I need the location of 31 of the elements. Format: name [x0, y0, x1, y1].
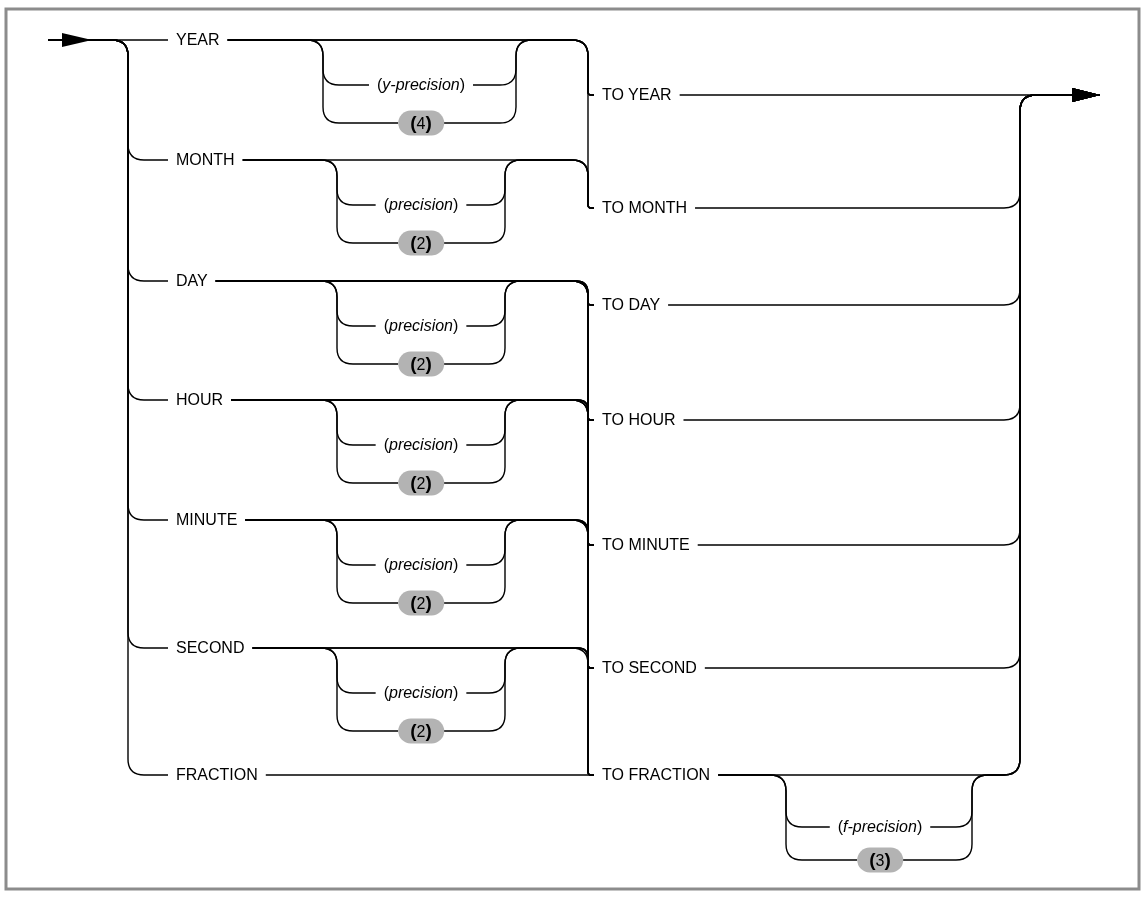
default-value-pill: (4) [398, 110, 444, 136]
default-value-pill: (2) [398, 590, 444, 616]
parameter-text: (y-precision) [369, 75, 473, 95]
keyword-text: TO SECOND [594, 658, 705, 678]
railroad-line [241, 159, 595, 209]
default-value-pill: (2) [398, 230, 444, 256]
parameter-text: (precision) [375, 195, 467, 215]
railroad-line [902, 88, 1101, 861]
keyword-text: MINUTE [168, 510, 246, 530]
keyword-text: HOUR [168, 390, 232, 410]
keyword-text: TO MINUTE [594, 535, 698, 555]
keyword-text: TO MONTH [594, 198, 696, 218]
keyword-text: MONTH [168, 150, 243, 170]
railroad-line [265, 774, 595, 776]
parameter-text: (precision) [375, 683, 467, 703]
keyword-text: YEAR [168, 30, 228, 50]
default-value-pill: (2) [398, 470, 444, 496]
default-value-pill: (3) [857, 847, 903, 873]
keyword-text: DAY [168, 271, 216, 291]
parameter-text: (precision) [375, 435, 467, 455]
keyword-text: TO FRACTION [594, 765, 719, 785]
parameter-text: (precision) [375, 316, 467, 336]
keyword-text: TO HOUR [594, 410, 684, 430]
keyword-text: TO DAY [594, 295, 669, 315]
parameter-text: (f-precision) [829, 817, 931, 837]
default-value-pill: (2) [398, 718, 444, 744]
keyword-text: FRACTION [168, 765, 266, 785]
keyword-text: TO YEAR [594, 85, 680, 105]
default-value-pill: (2) [398, 351, 444, 377]
keyword-text: SECOND [168, 638, 253, 658]
parameter-text: (precision) [375, 555, 467, 575]
